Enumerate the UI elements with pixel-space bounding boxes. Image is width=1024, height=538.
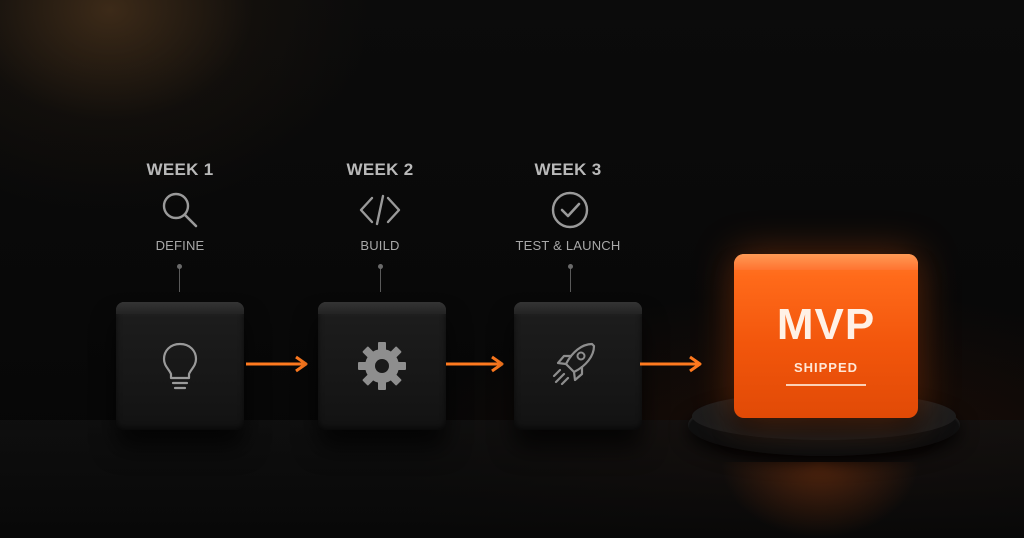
step-cube-1 bbox=[116, 302, 244, 430]
arrow-2 bbox=[446, 355, 504, 373]
rocket-icon bbox=[552, 342, 596, 386]
phase-label-1: DEFINE bbox=[155, 238, 205, 253]
connector-1 bbox=[177, 264, 182, 292]
arrow-3 bbox=[640, 355, 702, 373]
step-cube-3 bbox=[514, 302, 642, 430]
phase-label-3: TEST & LAUNCH bbox=[515, 238, 621, 253]
search-icon bbox=[162, 192, 198, 228]
mvp-reflection bbox=[720, 462, 920, 538]
mvp-title: MVP bbox=[776, 300, 876, 349]
check-circle-icon bbox=[551, 191, 589, 229]
mvp-underline bbox=[786, 384, 866, 386]
week-label-2: WEEK 2 bbox=[346, 160, 414, 179]
connector-2 bbox=[378, 264, 383, 292]
mvp-cube: MVP SHIPPED bbox=[734, 254, 918, 418]
week-label-1: WEEK 1 bbox=[146, 160, 214, 179]
arrow-1 bbox=[246, 355, 308, 373]
mvp-subtitle: SHIPPED bbox=[793, 360, 859, 375]
phase-label-2: BUILD bbox=[360, 238, 400, 253]
week-label-3: WEEK 3 bbox=[534, 160, 602, 179]
gear-icon bbox=[358, 342, 406, 390]
lightbulb-icon bbox=[162, 342, 198, 390]
connector-3 bbox=[568, 264, 573, 292]
step-cube-2 bbox=[318, 302, 446, 430]
code-icon bbox=[359, 194, 401, 226]
